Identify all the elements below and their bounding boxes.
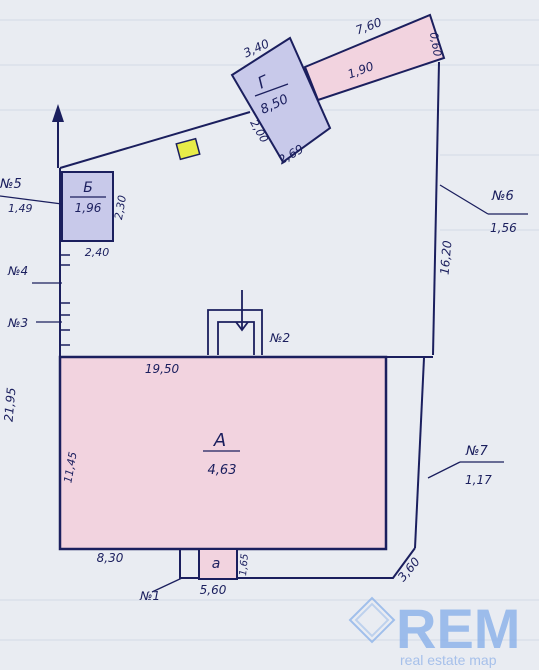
dim-right-wall: 16,20: [438, 240, 455, 276]
watermark: REM real estate map: [348, 596, 520, 668]
dim-house-top: 19,50: [145, 362, 180, 376]
annex-b-letter: Б: [83, 180, 93, 196]
porch-a: а: [198, 548, 238, 580]
callouts: №5 1,49 №4 №3 №2 №6 1,56 №7 1,17 №1: [0, 177, 528, 603]
watermark-tagline: real estate map: [400, 652, 497, 668]
rem-logo-icon: [348, 596, 396, 644]
annex-g: Г 8,50: [230, 36, 332, 164]
dim-site-left: 21,95: [2, 387, 19, 422]
dim-top-edge: 7,60: [354, 15, 384, 37]
annex-b-area: 1,96: [75, 201, 102, 215]
watermark-brand: REM: [396, 597, 520, 660]
porch-a-letter: а: [212, 556, 221, 572]
dim-house-left: 11,45: [61, 451, 79, 484]
annex-b: Б 1,96: [61, 171, 114, 242]
callout-n7-value: 1,17: [465, 473, 492, 487]
boundary-ticks: [60, 254, 70, 346]
small-box: [175, 137, 201, 161]
callout-n6-label: №6: [491, 189, 514, 204]
north-arrow: [52, 104, 64, 168]
dim-bottom-right-corner: 3,60: [395, 554, 423, 584]
callout-n6-value: 1,56: [490, 221, 517, 235]
callout-n2-label: №2: [269, 331, 290, 345]
callout-n5-value: 1,49: [8, 202, 33, 215]
dim-annex-b-bottom: 2,40: [85, 246, 110, 259]
callout-n5-label: №5: [0, 177, 22, 192]
callout-n1-label: №1: [139, 589, 160, 603]
house-a-area: 4,63: [208, 463, 237, 478]
dim-top-right-corner: 0,60: [427, 31, 444, 57]
callout-n7-label: №7: [465, 444, 489, 459]
gate-n2: [207, 290, 263, 355]
dim-porch-width: 5,60: [200, 583, 227, 597]
dim-bottom-left: 8,30: [97, 551, 124, 565]
site-boundary: [59, 61, 440, 579]
dim-porch-side: 1,65: [238, 553, 251, 576]
callout-n4-label: №4: [7, 264, 28, 278]
house-a-letter: A: [213, 430, 226, 451]
dim-annex-b-side: 2,30: [112, 194, 129, 220]
callout-n3-label: №3: [7, 316, 28, 330]
house-a: A 4,63: [58, 355, 388, 551]
